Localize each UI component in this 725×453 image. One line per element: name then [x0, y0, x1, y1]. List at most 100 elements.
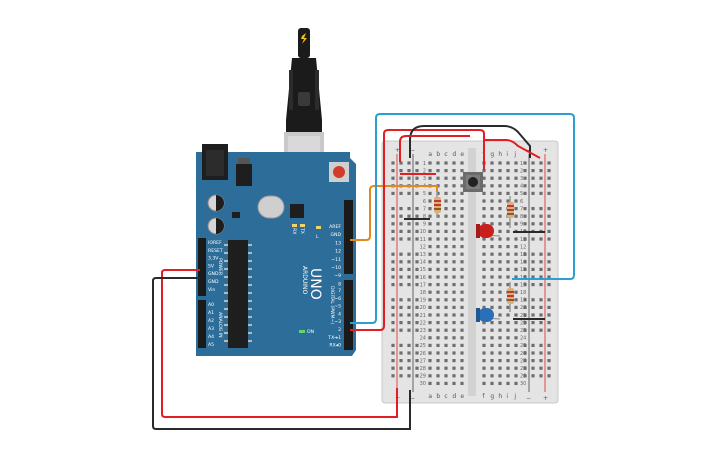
breadboard-hole[interactable]	[436, 283, 440, 287]
breadboard-hole[interactable]	[490, 298, 494, 302]
breadboard-hole[interactable]	[490, 374, 494, 378]
breadboard-hole[interactable]	[460, 207, 464, 211]
breadboard-hole[interactable]	[514, 245, 518, 249]
breadboard-hole[interactable]	[506, 267, 510, 271]
breadboard-hole[interactable]	[531, 267, 535, 271]
breadboard-hole[interactable]	[482, 237, 486, 241]
breadboard-hole[interactable]	[415, 229, 419, 233]
breadboard-hole[interactable]	[460, 161, 464, 165]
breadboard-hole[interactable]	[523, 275, 527, 279]
breadboard-hole[interactable]	[539, 184, 543, 188]
breadboard-hole[interactable]	[498, 359, 502, 363]
breadboard-hole[interactable]	[415, 237, 419, 241]
breadboard-hole[interactable]	[428, 260, 432, 264]
breadboard-hole[interactable]	[531, 313, 535, 317]
breadboard-hole[interactable]	[407, 222, 411, 226]
breadboard-hole[interactable]	[444, 252, 448, 256]
breadboard-hole[interactable]	[514, 199, 518, 203]
breadboard-hole[interactable]	[444, 184, 448, 188]
breadboard-hole[interactable]	[436, 336, 440, 340]
breadboard-hole[interactable]	[490, 343, 494, 347]
breadboard-hole[interactable]	[539, 237, 543, 241]
breadboard-hole[interactable]	[498, 237, 502, 241]
breadboard-hole[interactable]	[490, 199, 494, 203]
breadboard-hole[interactable]	[460, 328, 464, 332]
breadboard-hole[interactable]	[436, 191, 440, 195]
breadboard-hole[interactable]	[428, 191, 432, 195]
breadboard-hole[interactable]	[415, 359, 419, 363]
breadboard-hole[interactable]	[547, 207, 551, 211]
breadboard-hole[interactable]	[490, 161, 494, 165]
breadboard-hole[interactable]	[460, 381, 464, 385]
breadboard-hole[interactable]	[415, 267, 419, 271]
breadboard-hole[interactable]	[523, 374, 527, 378]
breadboard-hole[interactable]	[514, 343, 518, 347]
breadboard-hole[interactable]	[428, 366, 432, 370]
breadboard-hole[interactable]	[490, 245, 494, 249]
breadboard-hole[interactable]	[547, 374, 551, 378]
breadboard-hole[interactable]	[498, 374, 502, 378]
breadboard-hole[interactable]	[498, 321, 502, 325]
breadboard-hole[interactable]	[460, 229, 464, 233]
breadboard-hole[interactable]	[399, 169, 403, 173]
breadboard-hole[interactable]	[482, 176, 486, 180]
breadboard-hole[interactable]	[407, 321, 411, 325]
breadboard-hole[interactable]	[399, 374, 403, 378]
breadboard-hole[interactable]	[547, 176, 551, 180]
breadboard-hole[interactable]	[452, 252, 456, 256]
breadboard-hole[interactable]	[482, 245, 486, 249]
breadboard-hole[interactable]	[498, 199, 502, 203]
breadboard-hole[interactable]	[523, 313, 527, 317]
breadboard-hole[interactable]	[452, 245, 456, 249]
breadboard-hole[interactable]	[482, 336, 486, 340]
breadboard-hole[interactable]	[407, 283, 411, 287]
breadboard-hole[interactable]	[452, 237, 456, 241]
breadboard-hole[interactable]	[452, 298, 456, 302]
breadboard-hole[interactable]	[482, 374, 486, 378]
breadboard-hole[interactable]	[506, 252, 510, 256]
breadboard-hole[interactable]	[498, 229, 502, 233]
breadboard-hole[interactable]	[523, 191, 527, 195]
breadboard-hole[interactable]	[407, 305, 411, 309]
breadboard-hole[interactable]	[547, 298, 551, 302]
breadboard-hole[interactable]	[460, 214, 464, 218]
breadboard-hole[interactable]	[460, 283, 464, 287]
breadboard-hole[interactable]	[391, 252, 395, 256]
breadboard-hole[interactable]	[415, 321, 419, 325]
breadboard-hole[interactable]	[407, 267, 411, 271]
breadboard-hole[interactable]	[539, 161, 543, 165]
breadboard-hole[interactable]	[547, 321, 551, 325]
breadboard-hole[interactable]	[436, 275, 440, 279]
breadboard-hole[interactable]	[531, 260, 535, 264]
breadboard-hole[interactable]	[415, 222, 419, 226]
breadboard-hole[interactable]	[539, 267, 543, 271]
breadboard-hole[interactable]	[514, 260, 518, 264]
breadboard-hole[interactable]	[547, 359, 551, 363]
breadboard-hole[interactable]	[391, 275, 395, 279]
breadboard-hole[interactable]	[407, 237, 411, 241]
breadboard-hole[interactable]	[444, 298, 448, 302]
breadboard-hole[interactable]	[482, 359, 486, 363]
breadboard-hole[interactable]	[539, 359, 543, 363]
breadboard-hole[interactable]	[452, 290, 456, 294]
breadboard-hole[interactable]	[428, 237, 432, 241]
blue-led[interactable]	[476, 308, 501, 322]
breadboard-hole[interactable]	[514, 351, 518, 355]
breadboard-hole[interactable]	[460, 267, 464, 271]
breadboard-hole[interactable]	[391, 191, 395, 195]
breadboard-hole[interactable]	[391, 207, 395, 211]
breadboard-hole[interactable]	[490, 237, 494, 241]
breadboard-hole[interactable]	[506, 359, 510, 363]
breadboard-hole[interactable]	[444, 313, 448, 317]
breadboard-hole[interactable]	[391, 374, 395, 378]
breadboard-hole[interactable]	[460, 237, 464, 241]
breadboard-hole[interactable]	[407, 351, 411, 355]
breadboard-hole[interactable]	[428, 169, 432, 173]
breadboard-hole[interactable]	[436, 245, 440, 249]
breadboard-hole[interactable]	[514, 207, 518, 211]
breadboard-hole[interactable]	[523, 222, 527, 226]
breadboard-hole[interactable]	[523, 328, 527, 332]
breadboard-hole[interactable]	[514, 184, 518, 188]
breadboard-hole[interactable]	[452, 305, 456, 309]
breadboard-hole[interactable]	[490, 191, 494, 195]
